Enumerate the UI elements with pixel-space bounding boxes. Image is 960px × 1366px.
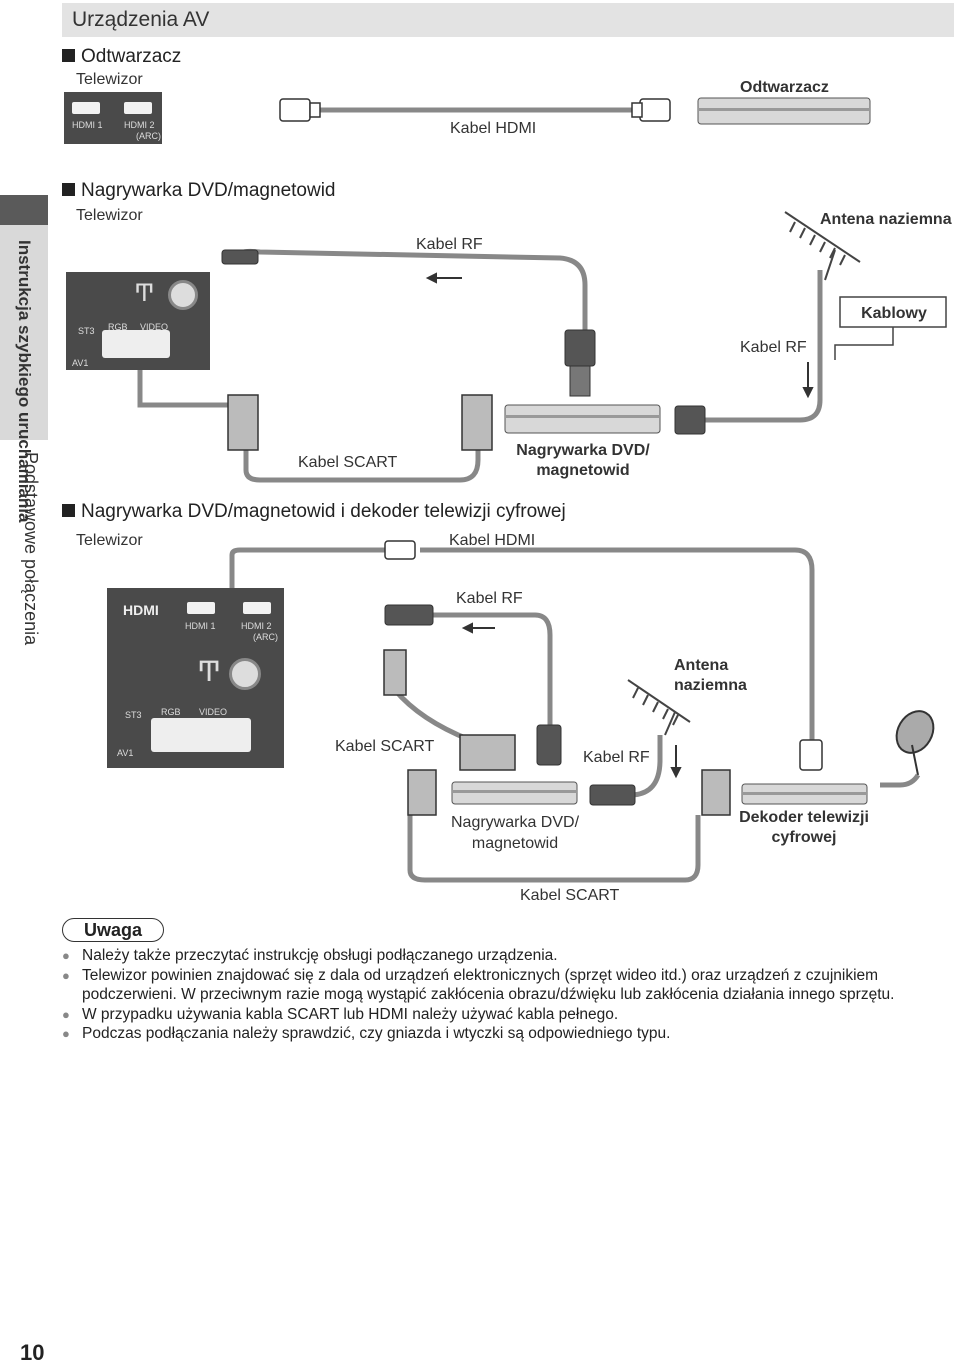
panel-label: RGB [108, 322, 128, 332]
hdmi-plug-icon [279, 98, 671, 122]
antenna-symbol-icon: Ͳ [134, 280, 155, 307]
antenna-icon [627, 679, 691, 736]
rf-plug-icon [384, 604, 636, 806]
decoder-device-icon [741, 783, 868, 805]
player-device-icon [697, 97, 871, 125]
cable-box-label: Kablowy [861, 305, 927, 322]
list-item: ●W przypadku używania kabla SCART lub HD… [62, 1005, 619, 1023]
recorder-device-icon [504, 404, 661, 434]
panel-label: VIDEO [199, 707, 228, 717]
panel-label: ST3 [125, 710, 142, 720]
scart-cable-label: Kabel SCART [520, 887, 620, 904]
tv-label: Telewizor [76, 71, 143, 88]
port-label: HDMI 2 [241, 621, 272, 631]
rf-cable-label: Kabel RF [740, 339, 807, 356]
list-item: ●Telewizor powinien znajdować się z dala… [62, 966, 895, 1004]
scart-socket-icon [102, 330, 170, 358]
antenna-icon [784, 211, 861, 281]
recorder-label: Nagrywarka DVD/ magnetowid [516, 442, 650, 479]
panel-label: VIDEO [140, 322, 169, 332]
list-item: ●Należy także przeczytać instrukcję obsł… [62, 947, 558, 964]
player-label: Odtwarzacz [740, 79, 829, 96]
page-header: Urządzenia AV [62, 3, 954, 37]
rf-cable-label: Kabel RF [583, 749, 650, 766]
tv-scart-panel: Ͳ ST3 RGB VIDEO AV1 [66, 272, 210, 370]
hdmi-logo: HDMI [123, 602, 159, 618]
panel-label: ST3 [78, 326, 95, 336]
hdmi-plug-icon [384, 540, 823, 771]
rf-socket-icon [229, 658, 261, 690]
antenna-symbol-icon: Ͳ [197, 656, 222, 687]
section-heading-player: Odtwarzacz [62, 46, 181, 68]
scart-socket-icon [151, 718, 251, 752]
panel-label: AV1 [117, 748, 134, 758]
port-label: (ARC) [253, 632, 278, 642]
section3-cables [229, 547, 815, 883]
section2-cables [137, 248, 823, 483]
scart-cable-label: Kabel SCART [335, 738, 435, 755]
port-label: HDMI 2 [124, 120, 155, 130]
tv-label: Telewizor [76, 532, 143, 549]
sidebar-tab-active-label: Instrukcja szybkiego uruchamiania [15, 240, 34, 523]
panel-label: RGB [161, 707, 181, 717]
rf-cable-label: Kabel RF [416, 236, 483, 253]
port-label: (ARC) [136, 131, 161, 141]
rf-plug-icon [221, 249, 706, 435]
page-number: 10 [20, 1340, 45, 1365]
antenna-label: Antena naziemna [674, 657, 747, 694]
rf-cable-label: Kabel RF [456, 590, 523, 607]
satellite-dish-icon [880, 710, 935, 788]
antenna-label: Antena naziemna [820, 211, 952, 228]
notes-list: ●Należy także przeczytać instrukcję obsł… [62, 946, 952, 1044]
sidebar-tab-active[interactable] [0, 195, 48, 440]
scart-cable-label: Kabel SCART [298, 454, 398, 471]
hdmi-cable-label: Kabel HDMI [449, 532, 536, 549]
direction-arrow-icon [425, 272, 814, 779]
recorder-device-icon [451, 781, 578, 805]
tv-hdmi-panel: HDMI 1 HDMI 2 (ARC) [64, 92, 162, 144]
scart-plug-icon [227, 394, 493, 451]
page-title: Urządzenia AV [72, 8, 210, 31]
panel-label: AV1 [72, 358, 89, 368]
sidebar-tab-section-label[interactable]: Podstawowe połączenia [21, 452, 41, 646]
tv-connector-panel: HDMI HDMI 1 HDMI 2 (ARC) Ͳ ST3 RGB VIDEO… [107, 588, 284, 768]
scart-plug-icon [383, 649, 731, 816]
tv-label: Telewizor [76, 207, 143, 224]
list-item: ●Podczas podłączania należy sprawdzić, c… [62, 1025, 671, 1042]
recorder-label: Nagrywarka DVD/ magnetowid [450, 814, 580, 852]
port-label: HDMI 1 [185, 621, 216, 631]
decoder-label: Dekoder telewizji cyfrowej [739, 809, 869, 846]
connection-diagram [137, 97, 947, 883]
hdmi-cable-label: Kabel HDMI [450, 120, 537, 137]
section-heading-recorder-decoder: Nagrywarka DVD/magnetowid i dekoder tele… [62, 501, 566, 523]
notes-title: Uwaga [62, 918, 164, 942]
section-heading-recorder: Nagrywarka DVD/magnetowid [62, 180, 336, 202]
port-label: HDMI 1 [72, 120, 103, 130]
cable-box-outline [834, 296, 947, 360]
rf-socket-icon [168, 280, 198, 310]
